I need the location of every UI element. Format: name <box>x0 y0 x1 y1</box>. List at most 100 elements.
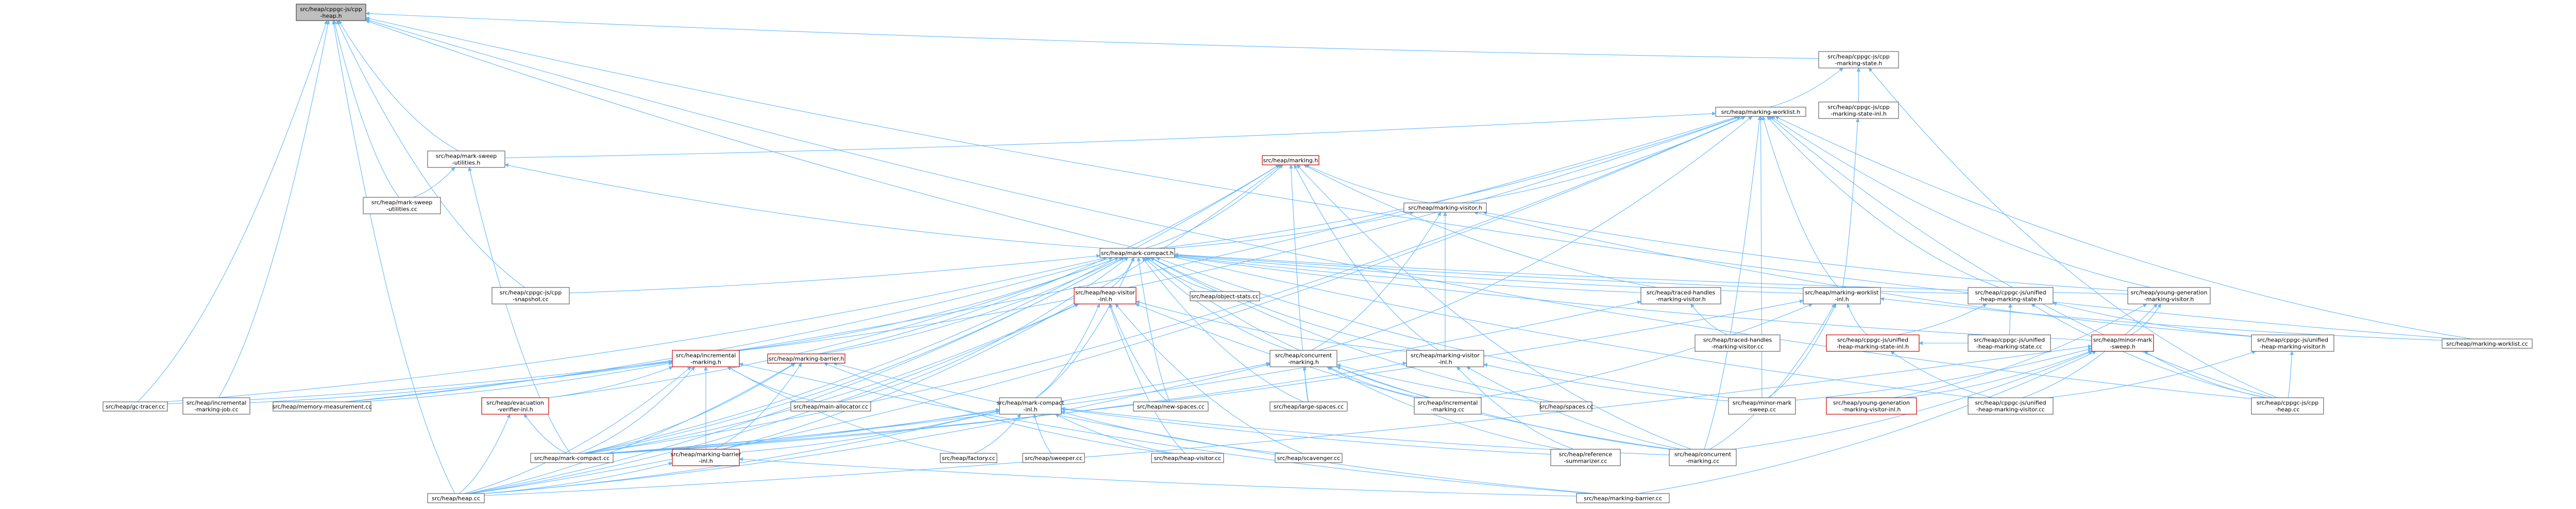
node-cpp-state-inl[interactable]: src/heap/cppgc-js/cpp-marking-state-inl.… <box>1818 101 1899 119</box>
node-evac-verifier-inl[interactable]: src/heap/evacuation-verifier-inl.h <box>481 397 549 415</box>
node-spaces-cc[interactable]: src/heap/spaces.cc <box>1539 401 1594 412</box>
edge-unified_visitor_cc-to-unified_state_inl <box>1890 351 1993 398</box>
node-heap-cc[interactable]: src/heap/heap.cc <box>427 493 485 503</box>
node-label: src/heap/marking-worklist <box>1805 290 1879 296</box>
node-unified-visitor-cc[interactable]: src/heap/cppgc-js/unified-heap-marking-v… <box>1968 397 2054 415</box>
edge-incr_job_cc-to-incr_marking_h <box>249 360 673 403</box>
node-box <box>1968 287 2054 304</box>
node-box <box>1269 350 1337 367</box>
node-label: src/heap/concurrent <box>1674 451 1732 458</box>
node-box <box>530 453 614 463</box>
node-worklist-inl[interactable]: src/heap/marking-worklist-inl.h <box>1803 287 1881 304</box>
node-label: -heap.cc <box>2275 406 2299 413</box>
node-box <box>2091 334 2154 352</box>
node-box <box>1275 453 1343 463</box>
edge-marking_visitor_h-to-marking_h <box>1305 164 1430 203</box>
node-heap-visitor-cc[interactable]: src/heap/heap-visitor.cc <box>1151 453 1224 463</box>
node-unified-state-cc[interactable]: src/heap/cppgc-js/unified-heap-marking-s… <box>1968 334 2051 352</box>
node-label: src/heap/marking.h <box>1263 157 1318 164</box>
node-incr-job-cc[interactable]: src/heap/incremental-marking-job.cc <box>182 397 250 415</box>
node-unified-state-inl[interactable]: src/heap/cppgc-js/unified-heap-marking-s… <box>1826 334 1920 352</box>
node-worklist-h[interactable]: src/heap/marking-worklist.h <box>1715 107 1806 117</box>
edge-barrier_cc-to-barrier_inl <box>739 457 1577 497</box>
edge-traced_visitor_h-to-mark_compact_h <box>1174 254 1641 293</box>
node-concurrent-cc[interactable]: src/heap/concurrent-marking.cc <box>1669 449 1737 466</box>
node-label: -marking-state.h <box>1835 60 1883 67</box>
node-unified-visitor-h[interactable]: src/heap/cppgc-js/unified-heap-marking-v… <box>2251 334 2334 352</box>
node-scavenger-cc[interactable]: src/heap/scavenger.cc <box>1275 453 1343 463</box>
node-sweeper-cc[interactable]: src/heap/sweeper.cc <box>1022 453 1085 463</box>
node-box <box>1968 397 2054 415</box>
node-label: src/heap/heap.cc <box>432 495 480 502</box>
node-label: -heap-marking-visitor.h <box>2260 344 2326 350</box>
edge-factory_cc-to-mark_compact_inl <box>974 414 1021 454</box>
edge-unified_state_inl-to-worklist_inl <box>1846 303 1868 335</box>
node-label: src/heap/mark-sweep <box>371 199 433 206</box>
edge-mark_compact_h-to-sweep_util_h <box>504 163 1105 249</box>
node-traced-visitor-h[interactable]: src/heap/traced-handles-marking-visitor.… <box>1640 287 1721 304</box>
node-incr-marking-cc[interactable]: src/heap/incremental-marking.cc <box>1414 397 1482 415</box>
node-barrier-h[interactable]: src/heap/marking-barrier.h <box>767 353 845 364</box>
edge-barrier_inl-to-mark_compact_inl <box>739 410 1000 453</box>
edge-heap_cc-to-evac_verifier_inl <box>459 414 511 494</box>
node-gc-tracer-cc[interactable]: src/heap/gc-tracer.cc <box>103 401 168 412</box>
node-mem-measure-cc[interactable]: src/heap/memory-measurement.cc <box>272 401 372 412</box>
node-label: src/heap/mark-compact <box>997 400 1065 406</box>
node-box <box>182 397 250 415</box>
node-object-stats-cc[interactable]: src/heap/object-stats.cc <box>1190 291 1260 301</box>
node-main-alloc-cc[interactable]: src/heap/main-allocator.cc <box>790 401 871 412</box>
node-box <box>427 150 505 168</box>
node-minor-sweep-h[interactable]: src/heap/minor-mark-sweep.h <box>2091 334 2154 352</box>
node-new-spaces-cc[interactable]: src/heap/new-spaces.cc <box>1133 401 1209 412</box>
node-mark-compact-cc[interactable]: src/heap/mark-compact.cc <box>530 453 614 463</box>
edge-heap_cc-to-mark_compact_inl <box>484 410 1000 494</box>
node-box <box>1074 287 1137 304</box>
node-traced-visitor-cc[interactable]: src/heap/traced-handles-marking-visitor.… <box>1694 334 1781 352</box>
node-box <box>940 453 997 463</box>
edge-sweep_util_cc-to-heap_h <box>333 20 399 198</box>
node-unified-state-h[interactable]: src/heap/cppgc-js/unified-heap-marking-s… <box>1968 287 2054 304</box>
node-label: src/heap/cppgc-js/unified <box>1975 290 2046 296</box>
node-mark-compact-h[interactable]: src/heap/mark-compact.h <box>1099 248 1175 258</box>
node-cpp-state-h[interactable]: src/heap/cppgc-js/cpp-marking-state.h <box>1818 51 1899 69</box>
node-sweep-util-cc[interactable]: src/heap/mark-sweep-utilities.cc <box>363 197 441 214</box>
node-concurrent-h[interactable]: src/heap/concurrent-marking.h <box>1269 350 1337 367</box>
edge-worklist_cc-to-worklist_h <box>1775 116 2473 340</box>
node-label: src/heap/object-stats.cc <box>1191 293 1259 300</box>
edge-marking_visitor_inl-to-heap_visitor_inl <box>1136 300 1407 352</box>
node-marking-h[interactable]: src/heap/marking.h <box>1262 155 1319 165</box>
node-barrier-inl[interactable]: src/heap/marking-barrier-inl.h <box>670 449 741 466</box>
node-marking-visitor-h[interactable]: src/heap/marking-visitor.h <box>1403 202 1487 213</box>
node-heap-h[interactable]: src/heap/cppgc-js/cpp-heap.h <box>296 4 366 21</box>
node-large-spaces-cc[interactable]: src/heap/large-spaces.cc <box>1269 401 1348 412</box>
edge-barrier_inl-to-barrier_h <box>714 363 802 450</box>
node-minor-sweep-cc[interactable]: src/heap/minor-mark-sweep.cc <box>1728 397 1796 415</box>
node-box <box>2127 287 2211 304</box>
node-label: -utilities.h <box>452 160 481 166</box>
edge-barrier_h-to-marking_h <box>817 164 1280 354</box>
node-ref-summarizer-cc[interactable]: src/heap/reference-summarizer.cc <box>1550 449 1621 466</box>
node-cpp-heap-cc[interactable]: src/heap/cppgc-js/cpp-heap.cc <box>2251 397 2324 415</box>
edge-spaces_cc-to-concurrent_h <box>1336 363 1541 402</box>
edge-main_alloc_cc-to-incr_marking_h <box>727 366 819 402</box>
node-incr-marking-h[interactable]: src/heap/incremental-marking.h <box>672 350 740 367</box>
node-mark-compact-inl[interactable]: src/heap/mark-compact-inl.h <box>997 397 1065 415</box>
node-young-gen-visitor-inl[interactable]: src/heap/young-generation-marking-visito… <box>1826 397 1917 415</box>
edge-ref_summarizer_cc-to-marking_visitor_inl <box>1456 366 1574 450</box>
node-worklist-cc[interactable]: src/heap/marking-worklist.cc <box>2442 338 2533 349</box>
edge-mem_measure_cc-to-mark_compact_h <box>346 257 1113 402</box>
edge-mark_compact_cc-to-marking_h <box>583 164 1280 454</box>
node-sweep-util-h[interactable]: src/heap/mark-sweep-utilities.h <box>427 150 505 168</box>
edge-sweep_util_h-to-worklist_h <box>504 111 1716 158</box>
node-label: src/heap/marking-worklist.cc <box>2446 341 2528 347</box>
edge-heap_cc-to-worklist_h <box>471 116 1745 494</box>
edge-heap_visitor_cc-to-barrier_h <box>823 362 1170 454</box>
node-label: -snapshot.cc <box>513 296 549 303</box>
node-factory-cc[interactable]: src/heap/factory.cc <box>940 453 997 463</box>
node-barrier-cc[interactable]: src/heap/marking-barrier.cc <box>1576 493 1670 503</box>
node-snapshot-cc[interactable]: src/heap/cppgc-js/cpp-snapshot.cc <box>492 287 570 304</box>
node-young-gen-visitor-h[interactable]: src/heap/young-generation-marking-visito… <box>2127 287 2211 304</box>
edge-evac_verifier_inl-to-mark_compact_h <box>548 257 1119 398</box>
node-marking-visitor-inl[interactable]: src/heap/marking-visitor-inl.h <box>1406 350 1484 367</box>
node-heap-visitor-inl[interactable]: src/heap/heap-visitor-inl.h <box>1074 287 1137 304</box>
